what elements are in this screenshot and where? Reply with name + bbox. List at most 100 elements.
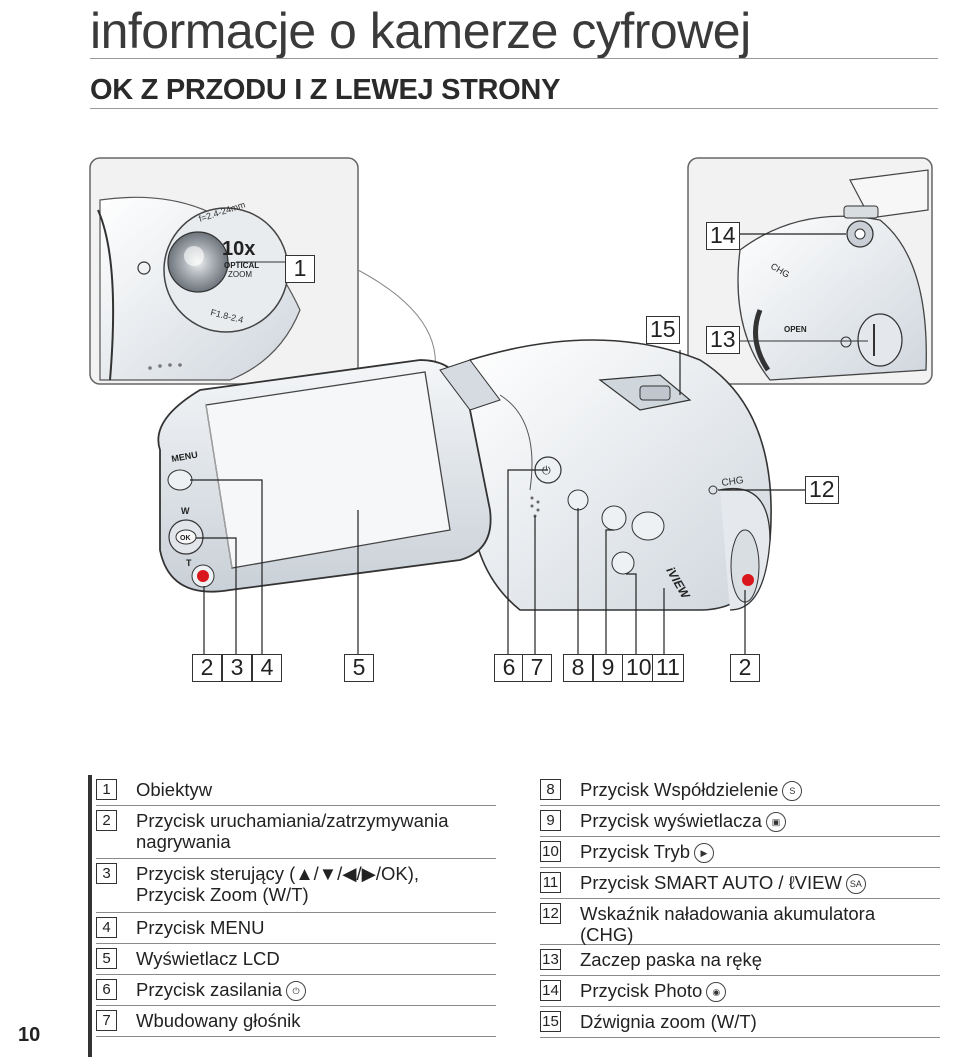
callout-3: 3 (222, 654, 252, 682)
legend-line: Przycisk uruchamiania/zatrzymywania (136, 810, 449, 831)
legend-text: Przycisk Photo◉ (580, 976, 727, 1003)
camcorder-drawing: 10x OPTICAL ZOOM f=2.4-24mm F1.8-2.4 CHG… (89, 157, 933, 658)
legend-item-12: 12 Wskaźnik naładowania akumulatora(CHG) (540, 899, 940, 945)
legend-item-9: 9 Przycisk wyświetlacza▣ (540, 806, 940, 837)
legend-text: Dźwignia zoom (W/T) (580, 1007, 757, 1032)
legend-key: 12 (540, 903, 561, 924)
smart-auto-icon: SA (845, 874, 866, 895)
camcorder-body: CHG ⏻ iVIEW (469, 339, 772, 611)
svg-text:ZOOM: ZOOM (228, 270, 252, 279)
legend-text: Zaczep paska na rękę (580, 945, 762, 970)
legend-line: Wyświetlacz LCD (136, 948, 280, 969)
camcorder-illustration: 10x OPTICAL ZOOM f=2.4-24mm F1.8-2.4 CHG… (0, 110, 960, 750)
legend-key: 7 (96, 1010, 117, 1031)
callout-5: 5 (344, 654, 374, 682)
callout-2-left: 2 (192, 654, 222, 682)
legend-item-14: 14 Przycisk Photo◉ (540, 976, 940, 1007)
legend-key: 14 (540, 980, 561, 1001)
legend-key: 5 (96, 948, 117, 969)
title-divider (90, 58, 938, 59)
callout-10: 10 (622, 654, 656, 682)
legend-item-13: 13 Zaczep paska na rękę (540, 945, 940, 976)
legend-text: Przycisk MENU (136, 913, 264, 938)
legend-line: Wskaźnik naładowania akumulatora (580, 903, 876, 924)
callout-11: 11 (652, 654, 684, 682)
section-divider (90, 108, 938, 109)
legend-line: Przycisk Tryb▶ (580, 841, 714, 864)
lcd-panel: MENU OK W T (157, 359, 501, 593)
legend-item-3: 3 Przycisk sterujący (▲/▼/◀/▶/OK),Przycis… (96, 859, 496, 913)
legend-line: Przycisk Zoom (W/T) (136, 884, 309, 905)
legend-item-6: 6 Przycisk zasilania⏻ (96, 975, 496, 1006)
legend-text: Wskaźnik naładowania akumulatora(CHG) (580, 899, 875, 945)
mode-icon: ▶ (693, 843, 714, 864)
power-icon: ⏻ (286, 981, 306, 1002)
legend-key: 8 (540, 779, 561, 800)
legend-key: 9 (540, 810, 561, 831)
svg-text:MENU: MENU (171, 450, 199, 464)
callout-4: 4 (252, 654, 282, 682)
display-icon: ▣ (765, 812, 786, 833)
legend-line: Obiektyw (136, 779, 213, 800)
legend-line: (CHG) (580, 924, 634, 945)
legend-line: Wbudowany głośnik (136, 1010, 301, 1031)
legend-key: 6 (96, 979, 117, 1000)
callout-8: 8 (563, 654, 593, 682)
callout-7: 7 (522, 654, 552, 682)
share-icon: S (782, 781, 803, 802)
callout-6: 6 (494, 654, 524, 682)
section-title: OK Z PRZODU I Z LEWEJ STRONY (90, 74, 561, 106)
callout-15: 15 (646, 316, 680, 344)
legend-text: Obiektyw (136, 775, 212, 800)
leader-lines (190, 233, 846, 658)
legend-key: 10 (540, 841, 561, 862)
legend-line: Przycisk zasilania⏻ (136, 979, 306, 1002)
svg-text:CHG: CHG (721, 475, 745, 489)
photo-icon: ◉ (706, 982, 727, 1003)
svg-text:T: T (186, 558, 192, 568)
legend-text: Przycisk Tryb▶ (580, 837, 714, 864)
legend-key: 13 (540, 949, 561, 970)
callout-13: 13 (706, 326, 740, 354)
callout-14: 14 (706, 222, 740, 250)
legend-item-5: 5 Wyświetlacz LCD (96, 944, 496, 975)
legend-item-10: 10 Przycisk Tryb▶ (540, 837, 940, 868)
callout-12: 12 (805, 476, 839, 504)
legend-key: 3 (96, 863, 117, 884)
svg-text:OPTICAL: OPTICAL (224, 261, 259, 270)
legend-item-4: 4 Przycisk MENU (96, 913, 496, 944)
page-number: 10 (18, 1024, 41, 1046)
legend-key: 4 (96, 917, 117, 938)
legend-text: Przycisk wyświetlacza▣ (580, 806, 786, 833)
legend-text: Wyświetlacz LCD (136, 944, 280, 969)
legend-line: Przycisk sterujący (▲/▼/◀/▶/OK), (136, 863, 419, 884)
callout-9: 9 (593, 654, 623, 682)
page-margin-bar (88, 775, 92, 1057)
legend-text: Wbudowany głośnik (136, 1006, 301, 1031)
legend-line: nagrywania (136, 831, 231, 852)
lens-zoom-text: 10x (222, 238, 255, 260)
legend-text: Przycisk sterujący (▲/▼/◀/▶/OK),Przycisk… (136, 859, 419, 905)
svg-text:OK: OK (180, 535, 191, 542)
svg-text:OPEN: OPEN (784, 325, 807, 334)
legend-key: 2 (96, 810, 117, 831)
legend-item-7: 7 Wbudowany głośnik (96, 1006, 496, 1037)
legend-line: Zaczep paska na rękę (580, 949, 763, 970)
callout-1: 1 (285, 255, 315, 283)
top-inset: CHG OPEN (687, 157, 933, 385)
legend-line: Przycisk Photo◉ (580, 980, 727, 1003)
legend-line: Dźwignia zoom (W/T) (580, 1011, 757, 1032)
svg-text:W: W (181, 506, 190, 516)
